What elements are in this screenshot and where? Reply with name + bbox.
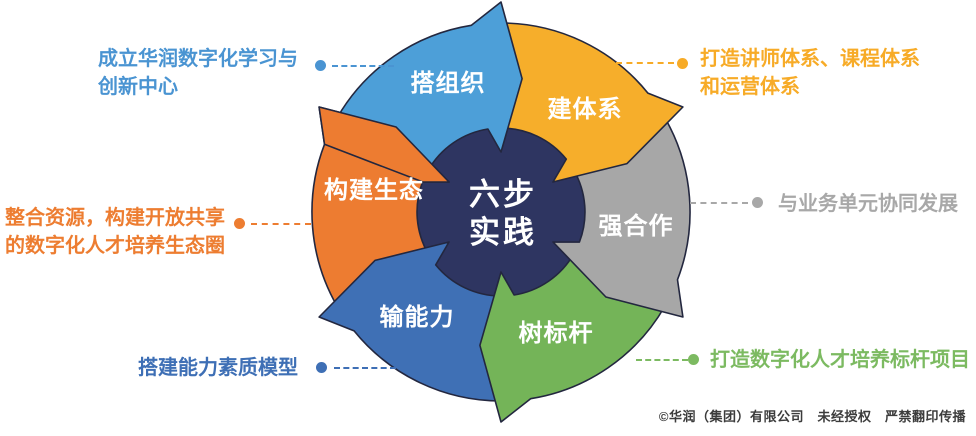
segment-set-benchmark-label: 树标杆 xyxy=(519,320,594,347)
connector-dot xyxy=(315,60,326,71)
annotation-bottom-right-line1: 打造数字化人才培养标杆项目 xyxy=(710,349,970,371)
annotation-right: 与业务单元协同发展 xyxy=(690,192,958,216)
segment-build-organization-label: 搭组织 xyxy=(411,69,486,97)
connector-dot xyxy=(688,354,699,365)
segment-build-system-label: 建体系 xyxy=(548,96,623,123)
annotation-top-right-line1: 打造讲师体系、课程体系 xyxy=(700,48,920,70)
connector-dashed-line xyxy=(251,223,311,225)
connector-dot xyxy=(316,362,327,373)
segment-build-ecosystem-label: 构建生态 xyxy=(324,176,424,204)
connector-dashed-line xyxy=(690,202,748,204)
annotation-left-line2: 的数字化人才培养生态圈 xyxy=(5,235,225,257)
copyright-notice: ©华润（集团）有限公司 未经授权 严禁翻印传播 xyxy=(658,409,966,424)
annotation-top-right: 打造讲师体系、课程体系 和运营体系 xyxy=(616,45,920,101)
connector-dashed-line xyxy=(332,65,394,67)
annotation-top-left-line1: 成立华润数字化学习与 xyxy=(98,48,298,70)
connector-dashed-line xyxy=(616,62,674,64)
connector-dot xyxy=(234,218,245,229)
segment-deliver-capability-arrow xyxy=(318,241,502,402)
center-title-line1: 六步 xyxy=(469,177,537,212)
connector-dashed-line xyxy=(334,367,396,369)
segment-deliver-capability-label: 输能力 xyxy=(380,303,455,331)
annotation-top-right-line2: 和运营体系 xyxy=(700,76,800,98)
annotation-right-line1: 与业务单元协同发展 xyxy=(778,193,958,215)
segment-build-system-arrow xyxy=(500,22,684,183)
annotation-bottom-left: 搭建能力素质模型 xyxy=(138,356,396,380)
connector-dot xyxy=(677,58,688,69)
center-title-line2: 实践 xyxy=(469,215,537,250)
annotation-bottom-left-line1: 搭建能力素质模型 xyxy=(138,357,298,379)
annotation-left: 整合资源，构建开放共享 的数字化人才培养生态圈 xyxy=(5,204,311,260)
connector-dot xyxy=(752,197,763,208)
annotation-top-left: 成立华润数字化学习与 创新中心 xyxy=(98,45,394,101)
connector-dashed-line xyxy=(636,359,688,361)
annotation-left-line1: 整合资源，构建开放共享 xyxy=(5,207,225,229)
annotation-bottom-right: 打造数字化人才培养标杆项目 xyxy=(636,348,970,372)
segment-strengthen-cooperation-label: 强合作 xyxy=(599,212,674,240)
annotation-top-left-line2: 创新中心 xyxy=(98,76,178,98)
segment-build-ecosystem-arrowhead-overlay xyxy=(318,106,450,183)
